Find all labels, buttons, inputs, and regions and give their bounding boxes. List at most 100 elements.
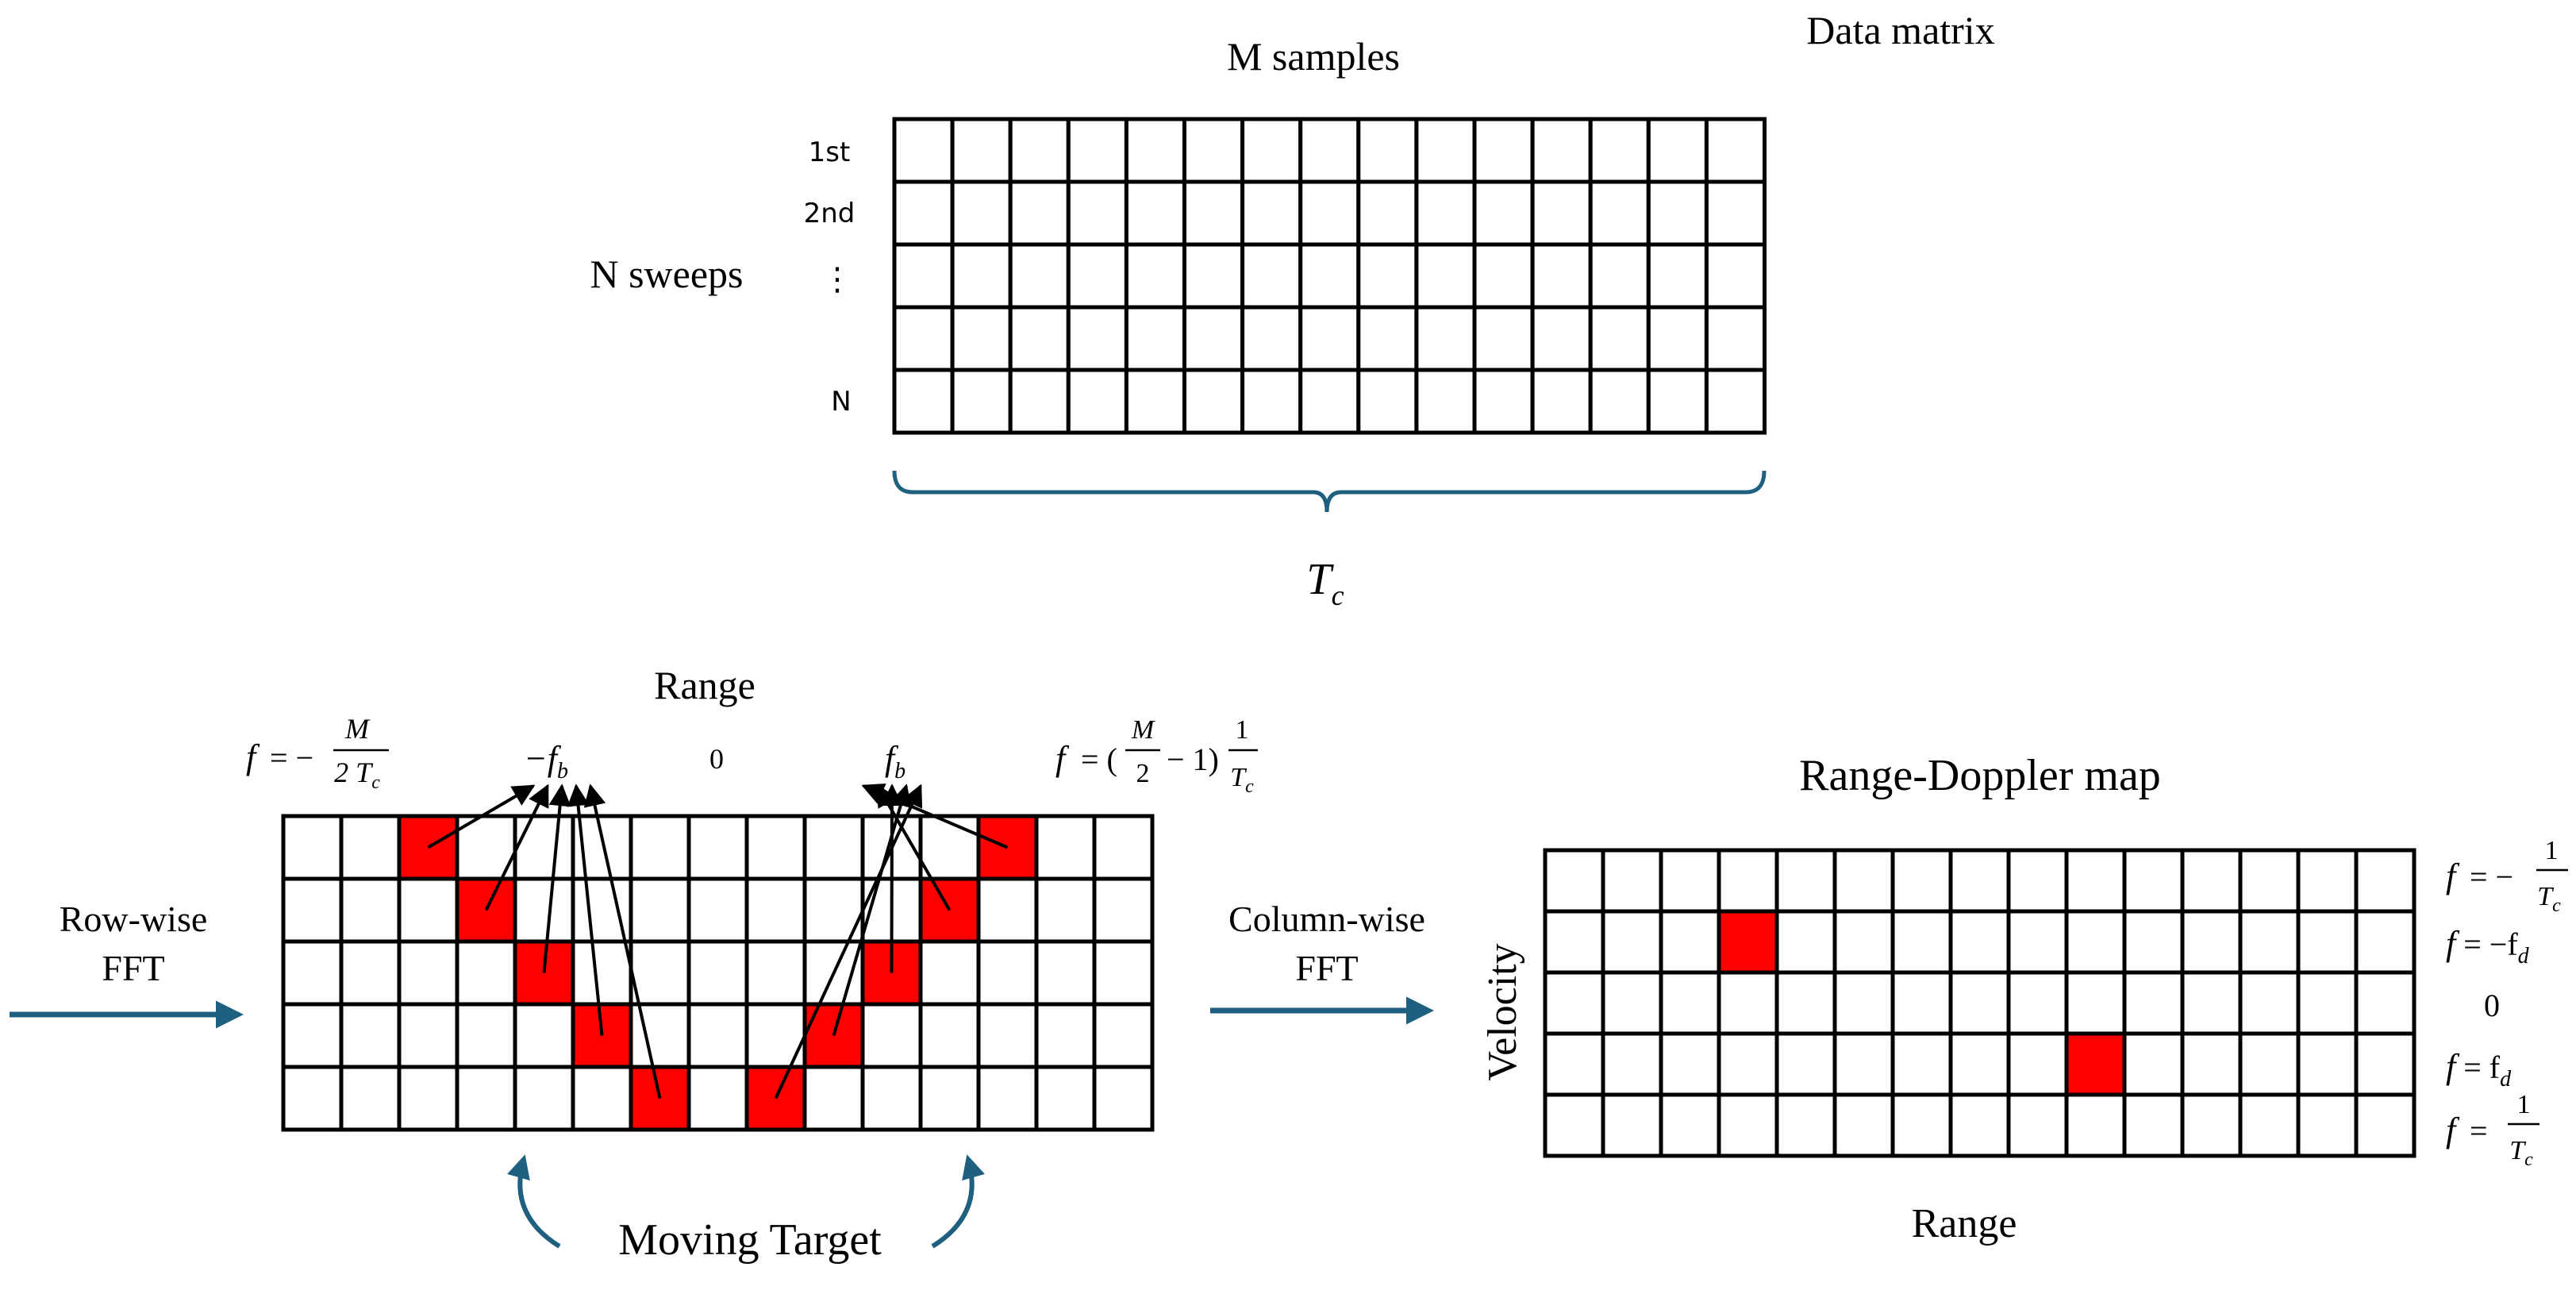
rd-map-cell — [1717, 1092, 1779, 1158]
data-matrix-cell — [1414, 117, 1477, 184]
data-matrix-cell — [1008, 368, 1071, 435]
data-matrix-cell — [1298, 305, 1361, 372]
data-matrix-cell — [1298, 179, 1361, 247]
range-fft-cell — [744, 876, 807, 944]
rd-map-cell — [1601, 909, 1663, 975]
data-matrix-cell — [1066, 117, 1128, 184]
rd-r2-eq: = −f — [2463, 926, 2518, 962]
range-fft-cell — [918, 1002, 981, 1069]
period-subscript: c — [1332, 580, 1344, 611]
data-matrix-cell — [1356, 305, 1419, 372]
data-matrix-cell — [1530, 368, 1593, 435]
rd-map-cell — [1774, 909, 1837, 975]
row-label-n: N — [831, 386, 851, 418]
rd-map-cell — [1543, 1092, 1605, 1158]
rd-r2-label: f= −fd — [2446, 924, 2530, 968]
rd-map-cell — [1659, 970, 1721, 1036]
period-label: Tc — [1306, 555, 1344, 611]
range-fft-cell — [339, 1002, 402, 1069]
rd-map-cell — [1543, 1031, 1605, 1097]
data-matrix-cell — [1182, 305, 1245, 372]
rd-map-cell — [2006, 1031, 2069, 1097]
data-matrix-cell — [1588, 242, 1651, 310]
left-freq-den: 2 Tc — [334, 757, 380, 793]
row-fft-label-line1: Row-wise — [60, 899, 208, 939]
rd-map-cell — [1659, 1031, 1721, 1097]
rd-map-cell — [2296, 1092, 2359, 1158]
rd-map-cell — [2354, 1031, 2416, 1097]
range-fft-cell — [339, 1065, 402, 1132]
rd-map-cell — [2296, 970, 2359, 1036]
left-freq-eq: = − — [270, 740, 313, 776]
rd-map-cell — [2180, 848, 2243, 914]
rd-map-cell — [2354, 848, 2416, 914]
rd-right-labels: f = − 1 Tc f= −fd 0 f= fd f = 1 Tc — [2446, 836, 2568, 1170]
data-matrix-grid — [892, 117, 1767, 435]
data-matrix-title: Data matrix — [1806, 8, 1994, 52]
rd-map-cell — [1832, 1031, 1895, 1097]
rd-map-cell — [2354, 970, 2416, 1036]
rd-map-highlight-cell — [1717, 909, 1779, 975]
rd-map-cell — [2006, 848, 2069, 914]
rd-map-cell — [2238, 1031, 2301, 1097]
data-matrix-cell — [1704, 179, 1767, 247]
right-freq-num: M — [1131, 715, 1155, 745]
rd-r4-eq: = f — [2463, 1049, 2501, 1085]
data-matrix-cell — [1240, 242, 1303, 310]
range-fft-cell — [1092, 1002, 1155, 1069]
neg-fb-main: −f — [524, 739, 562, 778]
neg-fb-arrow — [427, 784, 536, 849]
data-matrix-cell — [1588, 305, 1651, 372]
rd-map-cell — [1601, 848, 1663, 914]
rd-map-cell — [1774, 970, 1837, 1036]
range-fft-cell — [571, 1065, 633, 1132]
range-fft-cell — [976, 876, 1039, 944]
data-matrix-cell — [1124, 117, 1187, 184]
range-fft-cell — [397, 876, 459, 944]
rd-map-cell — [1543, 909, 1605, 975]
data-matrix-cell — [1704, 117, 1767, 184]
range-fft-cell — [1092, 876, 1155, 944]
data-matrix-cell — [1182, 242, 1245, 310]
samples-label: M samples — [1227, 34, 1400, 79]
pos-fb-sub: b — [894, 759, 905, 784]
rd-map-title: Range-Doppler map — [1799, 751, 2161, 800]
data-matrix-cell — [1414, 305, 1477, 372]
period-brace — [892, 470, 1767, 513]
data-matrix-cell — [950, 305, 1013, 372]
rd-map-cell — [1948, 970, 2011, 1036]
range-fft-cell — [339, 814, 402, 881]
data-matrix-cell — [1066, 368, 1128, 435]
rd-map-cell — [2180, 1092, 2243, 1158]
range-fft-cell — [976, 939, 1039, 1007]
data-matrix-cell — [1646, 179, 1709, 247]
data-matrix-cell — [1182, 368, 1245, 435]
range-doppler-section: Range-Doppler map Range Velocity f = − 1… — [1480, 751, 2568, 1246]
moving-target-label: Moving Target — [618, 1215, 882, 1265]
rd-map-cell — [1948, 1031, 2011, 1097]
data-matrix-cell — [1356, 242, 1419, 310]
data-matrix-cell — [1066, 242, 1128, 310]
rd-map-cell — [1717, 848, 1779, 914]
left-frequency-label: f = − M 2 Tc — [246, 713, 389, 793]
data-matrix-cell — [892, 305, 955, 372]
rd-map-cell — [2180, 970, 2243, 1036]
data-matrix-cell — [1472, 368, 1535, 435]
data-matrix-cell — [950, 117, 1013, 184]
right-frequency-label: f = ( M 2 − 1) 1 Tc — [1055, 715, 1258, 797]
rd-r1-f: f — [2446, 857, 2460, 895]
rd-map-cell — [2006, 909, 2069, 975]
range-doppler-grid — [1543, 848, 2416, 1158]
data-matrix-cell — [1008, 117, 1071, 184]
data-matrix-cell — [1240, 179, 1303, 247]
rd-map-cell — [2354, 1092, 2416, 1158]
range-fft-cell — [686, 1002, 749, 1069]
rd-map-cell — [2238, 1092, 2301, 1158]
target-arrows — [427, 784, 1009, 1099]
rd-r1-eq: = − — [2470, 859, 2513, 895]
data-matrix-cell — [1124, 179, 1187, 247]
rd-map-cell — [2122, 970, 2185, 1036]
data-matrix-cell — [1414, 368, 1477, 435]
data-matrix-cell — [1646, 242, 1709, 310]
